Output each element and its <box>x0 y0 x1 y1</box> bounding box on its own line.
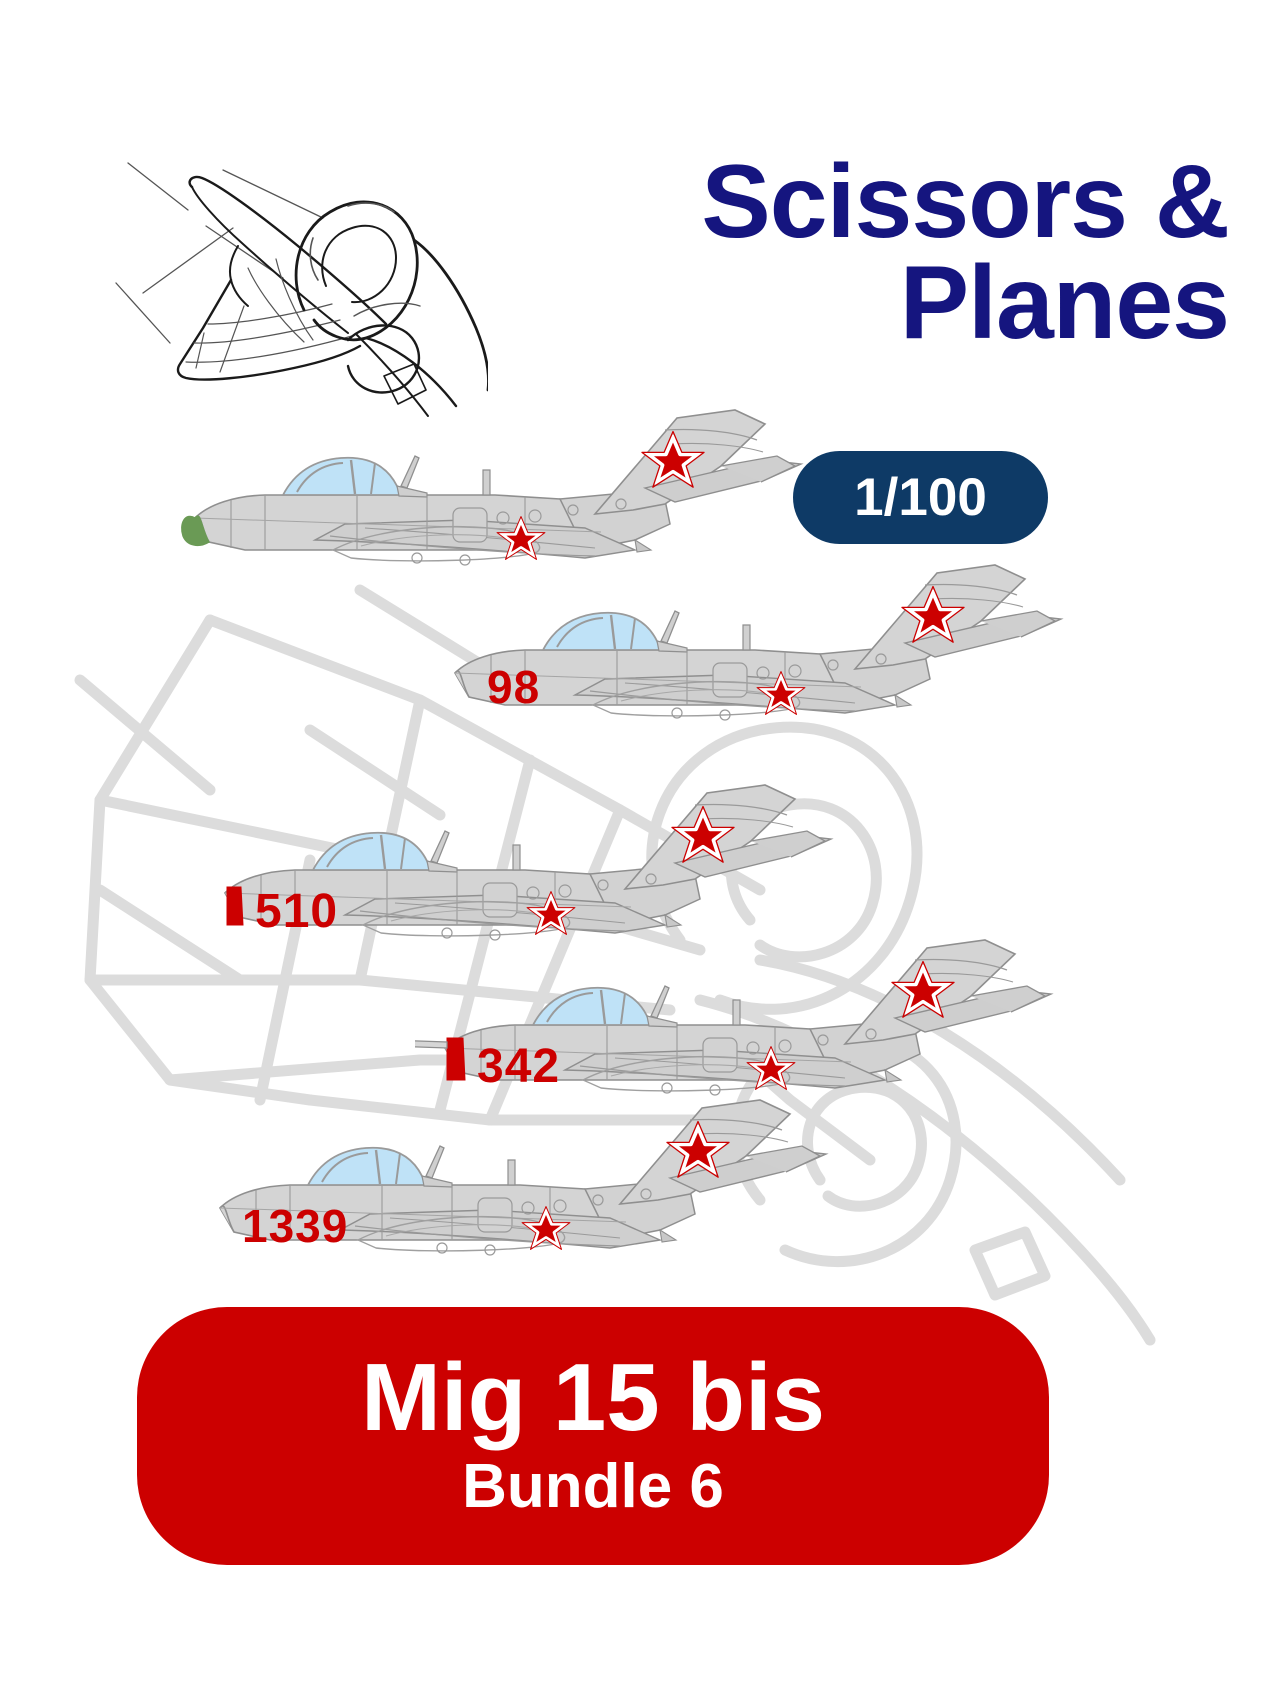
product-subtitle: Bundle 6 <box>462 1452 724 1521</box>
brand-title-line2: Planes <box>899 244 1230 361</box>
nose-band-1 <box>181 515 210 547</box>
aircraft-1 <box>165 400 805 615</box>
side-number-2: 98 <box>487 661 540 713</box>
nose-band-3 <box>226 886 244 926</box>
scale-badge-label: 1/100 <box>854 468 987 527</box>
pitot-tube-4 <box>390 1039 448 1049</box>
side-number-3: 510 <box>255 885 338 938</box>
nose-band-4 <box>446 1037 466 1081</box>
aircraft-5: 1339 <box>190 1090 830 1305</box>
side-number-5: 1339 <box>242 1200 348 1252</box>
product-banner: Mig 15 bis Bundle 6 <box>137 1307 1049 1565</box>
scissors-plane-sketch-icon <box>108 128 490 418</box>
product-title: Mig 15 bis <box>360 1344 826 1451</box>
brand-title-line1: Scissors & <box>701 144 1230 260</box>
scale-badge: 1/100 <box>793 451 1048 544</box>
brand-title: Scissors & Planes <box>589 144 1230 361</box>
side-number-4: 342 <box>477 1040 560 1093</box>
aircraft-2: 98 <box>425 555 1065 770</box>
